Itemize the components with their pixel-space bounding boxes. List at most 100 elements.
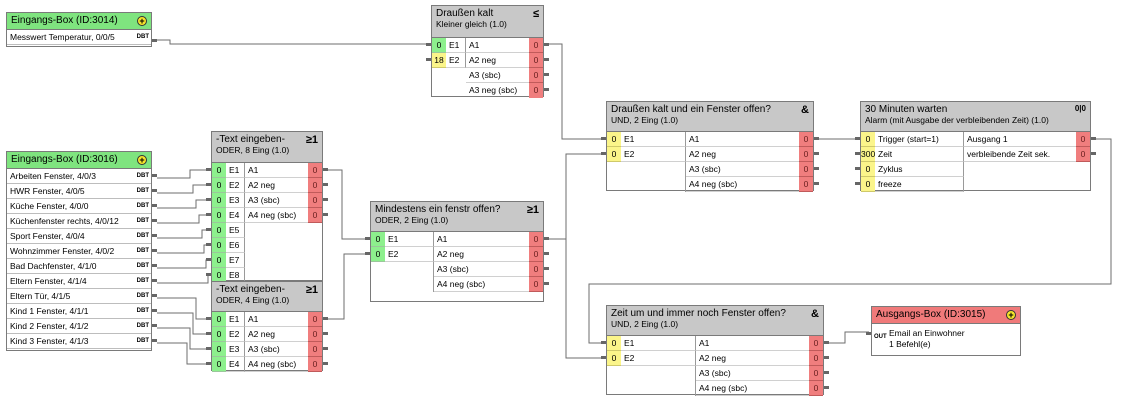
- output-pin[interactable]: [544, 237, 549, 240]
- output-pin[interactable]: [544, 43, 549, 46]
- output-box-content[interactable]: Email an Einwohner 1 Befehl(e): [889, 328, 965, 350]
- input-box-windows[interactable]: Eingangs-Box (ID:3016) + Arbeiten Fenste…: [6, 151, 152, 351]
- input-value[interactable]: 0: [371, 247, 385, 262]
- output-pin[interactable]: [323, 213, 328, 216]
- input-value[interactable]: 0: [607, 147, 621, 162]
- input-pin[interactable]: [206, 332, 211, 335]
- output-pin[interactable]: [1091, 152, 1096, 155]
- input-pin[interactable]: [206, 228, 211, 231]
- output-pin[interactable]: [152, 324, 157, 327]
- output-pin[interactable]: [544, 267, 549, 270]
- output-pin[interactable]: [544, 88, 549, 91]
- output-pin[interactable]: [152, 234, 157, 237]
- input-value[interactable]: 0: [212, 238, 226, 253]
- input-value[interactable]: 0: [371, 232, 385, 247]
- input-pin[interactable]: [206, 258, 211, 261]
- output-pin[interactable]: [152, 279, 157, 282]
- input-value[interactable]: 0: [607, 351, 621, 366]
- input-pin[interactable]: [601, 341, 606, 344]
- block-header[interactable]: Zeit um und immer noch Fenster offen? UN…: [607, 306, 823, 336]
- input-pin[interactable]: [206, 362, 211, 365]
- block-und-zeit-fenster[interactable]: Zeit um und immer noch Fenster offen? UN…: [606, 305, 824, 396]
- input-value[interactable]: 0: [861, 177, 875, 192]
- block-header[interactable]: Draußen kalt und ein Fenster offen? UND,…: [607, 102, 813, 132]
- input-pin[interactable]: [206, 198, 211, 201]
- block-header[interactable]: Mindestens ein fenstr offen? ODER, 2 Ein…: [371, 202, 543, 232]
- input-pin[interactable]: [206, 273, 211, 276]
- output-pin[interactable]: [152, 39, 157, 42]
- output-pin[interactable]: [152, 339, 157, 342]
- block-header[interactable]: 30 Minuten warten Alarm (mit Ausgabe der…: [861, 102, 1090, 132]
- output-pin[interactable]: [323, 347, 328, 350]
- output-pin[interactable]: [323, 332, 328, 335]
- output-pin[interactable]: [824, 341, 829, 344]
- input-value[interactable]: 0: [212, 208, 226, 223]
- output-pin[interactable]: [323, 362, 328, 365]
- block-draussen-kalt[interactable]: Draußen kalt Kleiner gleich (1.0) ≤ 0 E1…: [431, 5, 544, 98]
- output-pin[interactable]: [824, 386, 829, 389]
- output-pin[interactable]: [544, 252, 549, 255]
- input-value[interactable]: 0: [212, 193, 226, 208]
- output-pin[interactable]: [814, 137, 819, 140]
- input-pin[interactable]: [855, 152, 860, 155]
- input-value[interactable]: 0: [212, 357, 226, 372]
- output-pin[interactable]: [323, 198, 328, 201]
- input-value[interactable]: 0: [212, 327, 226, 342]
- block-alarm[interactable]: 30 Minuten warten Alarm (mit Ausgabe der…: [860, 101, 1091, 192]
- input-pin[interactable]: [206, 213, 211, 216]
- output-pin[interactable]: [152, 204, 157, 207]
- output-pin[interactable]: [152, 174, 157, 177]
- output-pin[interactable]: [152, 294, 157, 297]
- output-pin[interactable]: [544, 73, 549, 76]
- output-pin[interactable]: [152, 249, 157, 252]
- input-value[interactable]: 0: [861, 162, 875, 177]
- input-pin[interactable]: [855, 137, 860, 140]
- block-und-kalt-fenster[interactable]: Draußen kalt und ein Fenster offen? UND,…: [606, 101, 814, 192]
- output-pin[interactable]: [152, 219, 157, 222]
- input-pin[interactable]: [855, 167, 860, 170]
- input-pin[interactable]: [206, 183, 211, 186]
- input-value[interactable]: 0: [212, 163, 226, 178]
- input-pin[interactable]: [601, 356, 606, 359]
- output-box-header[interactable]: Ausgangs-Box (ID:3015) +: [872, 307, 1020, 324]
- input-pin[interactable]: [601, 137, 606, 140]
- block-header[interactable]: Draußen kalt Kleiner gleich (1.0) ≤: [432, 6, 543, 38]
- block-mindestens[interactable]: Mindestens ein fenstr offen? ODER, 2 Ein…: [370, 201, 544, 302]
- input-pin[interactable]: [365, 252, 370, 255]
- input-value[interactable]: 0: [212, 223, 226, 238]
- output-pin[interactable]: [824, 371, 829, 374]
- input-pin[interactable]: [426, 43, 431, 46]
- output-pin[interactable]: [1091, 137, 1096, 140]
- input-pin[interactable]: [426, 58, 431, 61]
- input-pin[interactable]: [206, 347, 211, 350]
- output-pin[interactable]: [323, 317, 328, 320]
- input-value[interactable]: 0: [212, 253, 226, 268]
- add-icon[interactable]: +: [137, 16, 147, 26]
- output-pin[interactable]: [152, 309, 157, 312]
- input-value[interactable]: 0: [607, 336, 621, 351]
- block-header[interactable]: -Text eingeben- ODER, 8 Eing (1.0) ≥1: [212, 132, 322, 163]
- output-pin[interactable]: [824, 356, 829, 359]
- output-pin[interactable]: [814, 167, 819, 170]
- input-pin[interactable]: [206, 168, 211, 171]
- output-pin[interactable]: [814, 152, 819, 155]
- input-pin[interactable]: [866, 332, 871, 335]
- output-pin[interactable]: [323, 168, 328, 171]
- block-header[interactable]: -Text eingeben- ODER, 4 Eing (1.0) ≥1: [212, 282, 322, 312]
- input-value[interactable]: 0: [212, 312, 226, 327]
- input-value[interactable]: 0: [212, 342, 226, 357]
- input-pin[interactable]: [601, 152, 606, 155]
